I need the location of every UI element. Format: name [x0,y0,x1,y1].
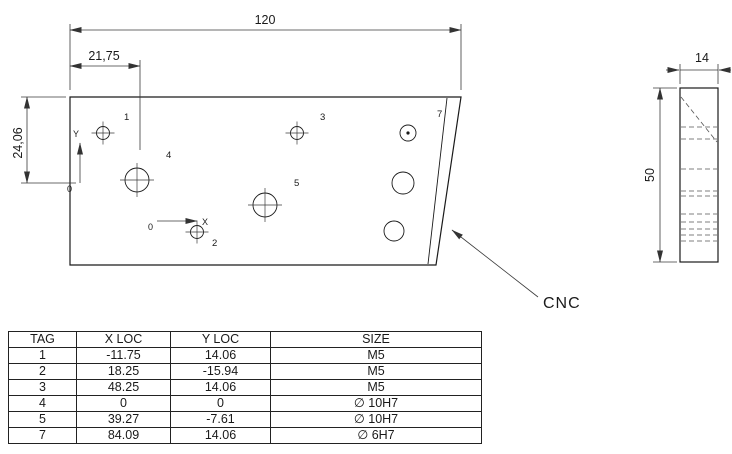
cell-tag: 3 [8,379,77,396]
dim-height: 50 [643,87,677,263]
engineering-drawing: 1 2 3 4 [11,13,731,312]
cell-size: M5 [270,379,482,396]
hole-table-row: 3 48.25 14.06 M5 [8,379,482,396]
hole-table-row: 5 39.27 -7.61 ∅ 10H7 [8,411,482,428]
hole-table-row: 7 84.09 14.06 ∅ 6H7 [8,427,482,444]
cell-yloc: 0 [170,395,271,412]
cell-yloc: 14.06 [170,379,271,396]
dim-overall-width-label: 120 [255,13,276,27]
col-header-tag: TAG [8,331,77,348]
cell-tag: 1 [8,347,77,364]
front-view: 1 2 3 4 [67,96,462,266]
side-view-hidden-lines [681,126,717,242]
hole-2: 2 [185,220,217,249]
cnc-leader-line [451,229,539,298]
dim-thickness-label: 14 [695,51,709,65]
cell-xloc: -11.75 [76,347,171,364]
cell-yloc: -15.94 [170,363,271,380]
chamfer-edge [427,97,448,265]
hole-3: 3 [285,112,325,145]
hole-tag-1: 1 [124,112,129,123]
hole-tag-4: 4 [166,150,171,161]
dim-hole-offset-x: 21,75 [69,49,141,150]
cell-yloc: -7.61 [170,411,271,428]
col-header-xloc: X LOC [76,331,171,348]
cell-xloc: 0 [76,395,171,412]
cnc-callout: CNC [451,229,581,312]
x-axis-label: X [202,217,208,227]
dim-thickness: 14 [666,51,731,84]
hole-table-row: 4 0 0 ∅ 10H7 [8,395,482,412]
cell-size: M5 [270,347,482,364]
col-header-yloc: Y LOC [170,331,271,348]
dim-hole-offset-y: 24,06 [11,96,76,184]
origin-axes: Y 0 X 0 [67,129,208,232]
cell-yloc: 14.06 [170,347,271,364]
cell-size: M5 [270,363,482,380]
cell-xloc: 39.27 [76,411,171,428]
hole-table: TAG X LOC Y LOC SIZE 1 -11.75 14.06 M5 2… [8,331,482,444]
hole-7-center-dot [406,131,410,135]
hole-table-header-row: TAG X LOC Y LOC SIZE [8,331,482,348]
x-axis-zero: 0 [148,222,153,232]
cell-xloc: 18.25 [76,363,171,380]
cell-tag: 5 [8,411,77,428]
hole-tag-7: 7 [437,109,442,120]
cell-tag: 7 [8,427,77,444]
col-header-size: SIZE [270,331,482,348]
hole-5: 5 [248,178,299,222]
hole-tag-5: 5 [294,178,299,189]
cell-size: ∅ 10H7 [270,395,482,412]
cell-xloc: 48.25 [76,379,171,396]
cell-yloc: 14.06 [170,427,271,444]
hole-1: 1 [91,112,129,145]
hole-7: 7 [399,109,442,142]
cell-tag: 2 [8,363,77,380]
y-axis-zero: 0 [67,184,72,194]
dim-overall-width: 120 [69,13,462,90]
dim-hole-offset-y-label: 24,06 [11,127,25,158]
y-axis-label: Y [73,129,79,139]
side-view [679,87,719,263]
hole-tag-2: 2 [212,238,217,249]
dim-hole-offset-x-label: 21,75 [88,49,119,63]
cell-size: ∅ 10H7 [270,411,482,428]
hole-4: 4 [120,150,171,197]
cnc-label: CNC [543,295,581,312]
hole-untagged-b [383,220,405,242]
cell-xloc: 84.09 [76,427,171,444]
hole-tag-3: 3 [320,112,325,123]
side-view-chamfer-hidden [680,96,718,143]
hole-untagged-a [391,171,415,195]
hole-table-row: 2 18.25 -15.94 M5 [8,363,482,380]
cell-size: ∅ 6H7 [270,427,482,444]
hole-table-row: 1 -11.75 14.06 M5 [8,347,482,364]
plate-outline [69,96,462,266]
cell-tag: 4 [8,395,77,412]
side-view-outline [679,87,719,263]
dim-height-label: 50 [643,168,657,182]
